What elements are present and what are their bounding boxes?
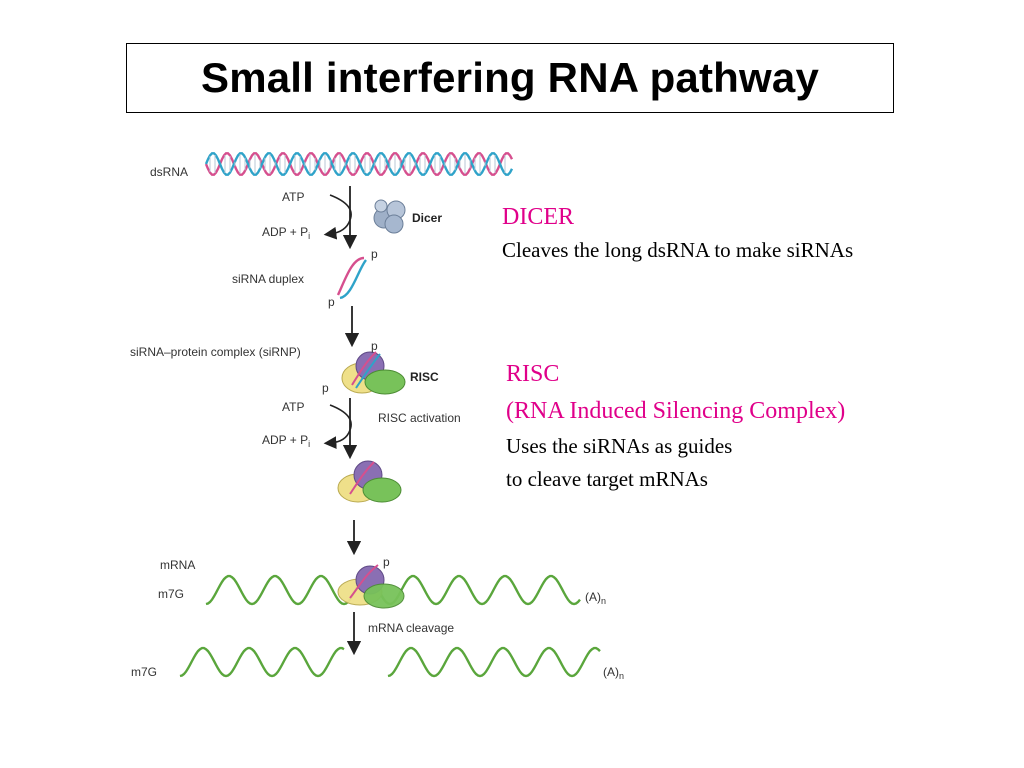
dicer-note-body: Cleaves the long dsRNA to make siRNAs	[502, 238, 854, 262]
risc-note-subheading: (RNA Induced Silencing Complex)	[506, 398, 846, 424]
adp-label-2: ADP + Pi	[262, 433, 310, 449]
phosphate-label-3: p	[371, 339, 378, 353]
polya-label-2: (A)n	[603, 665, 624, 681]
m7g-label-2: m7G	[131, 665, 157, 679]
risc-complex-2	[337, 460, 402, 503]
phosphate-label-1: p	[371, 247, 378, 261]
phosphate-label-2: p	[328, 295, 335, 309]
dicer-note: DICER Cleaves the long dsRNA to make siR…	[502, 200, 853, 267]
risc-activation-label: RISC activation	[378, 411, 461, 425]
sirna-duplex	[336, 256, 367, 300]
dicer-note-heading: DICER	[502, 204, 574, 230]
cleaved-mrna-fragment-5prime	[179, 646, 345, 678]
dsrna-label: dsRNA	[150, 165, 188, 179]
dicer-label: Dicer	[412, 211, 442, 225]
risc-note-heading: RISC	[506, 361, 560, 387]
sirnp-label: siRNA–protein complex (siRNP)	[130, 345, 301, 359]
risc-note-line2: to cleave target mRNAs	[506, 467, 708, 491]
mrna-cleavage-label: mRNA cleavage	[368, 621, 454, 635]
adp-label-1: ADP + Pi	[262, 225, 310, 241]
page-title: Small interfering RNA pathway	[200, 54, 820, 101]
risc-label: RISC	[410, 370, 439, 384]
risc-note: RISC (RNA Induced Silencing Complex) Use…	[506, 356, 845, 496]
risc-complex-3	[337, 564, 405, 609]
dicer-enzyme	[373, 199, 406, 234]
m7g-label-1: m7G	[158, 587, 184, 601]
title-box: Small interfering RNA pathway	[126, 43, 894, 113]
atp-label-2: ATP	[282, 400, 304, 414]
phosphate-label-4: p	[322, 381, 329, 395]
cleaved-mrna-fragment-3prime	[387, 646, 601, 678]
atp-curve-arrow-1	[323, 194, 352, 240]
risc-complex-1	[341, 351, 406, 395]
phosphate-label-5: p	[383, 555, 390, 569]
polya-label-1: (A)n	[585, 590, 606, 606]
mrna-label: mRNA	[160, 558, 195, 572]
atp-label-1: ATP	[282, 190, 304, 204]
dsrna-helix	[204, 152, 514, 176]
atp-curve-arrow-2	[323, 404, 352, 449]
sirna-duplex-label: siRNA duplex	[232, 272, 304, 286]
risc-note-line1: Uses the siRNAs as guides	[506, 434, 733, 458]
